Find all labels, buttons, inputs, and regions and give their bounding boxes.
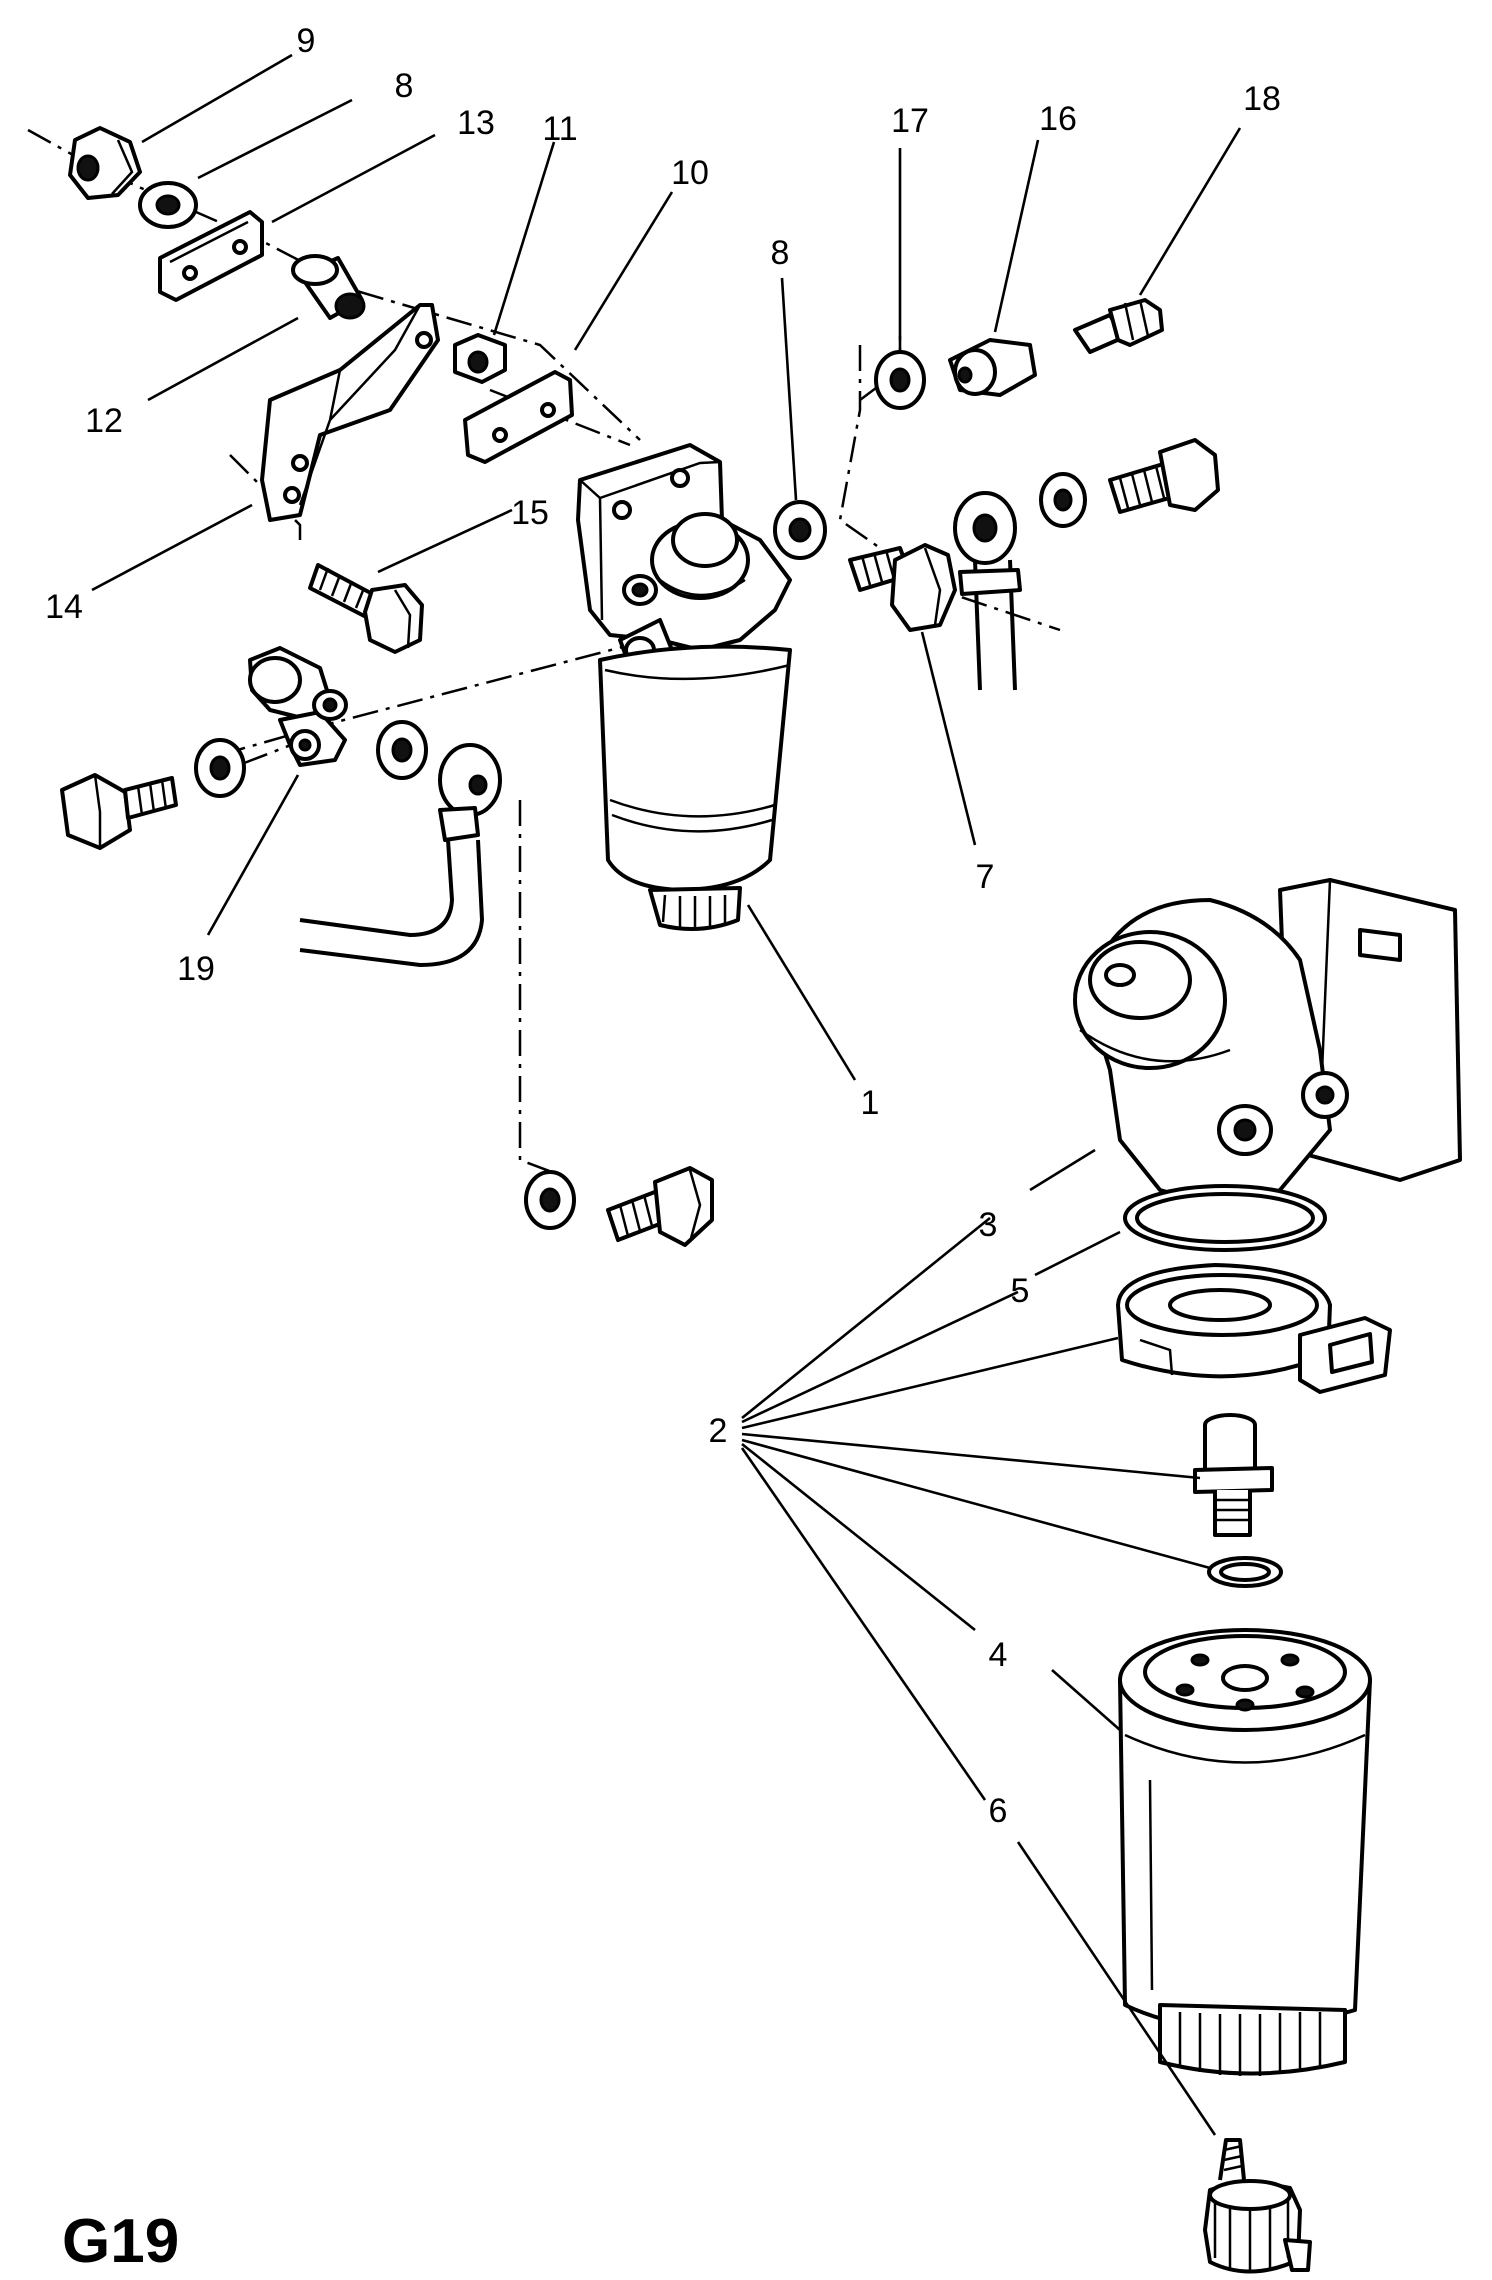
washer-bottom: [524, 1170, 576, 1230]
callout-3: 3: [979, 1206, 998, 1244]
banjo-bolt-lower-left: [60, 773, 178, 850]
callout-8: 8: [771, 234, 790, 272]
leader-lines: [91, 53, 1242, 2136]
filter-head-3: [1073, 878, 1462, 1212]
washer-upper-right: [1039, 472, 1087, 528]
callout-17: 17: [891, 102, 929, 140]
nut-11: [453, 333, 507, 384]
callout-10: 10: [671, 154, 709, 192]
washer-lower-left-a: [194, 738, 246, 798]
washer-8-upper-left: [138, 181, 198, 229]
callout-15: 15: [511, 494, 549, 532]
callout-13: 13: [457, 104, 495, 142]
nut-9: [68, 126, 142, 200]
callout-7: 7: [976, 858, 995, 896]
threaded-nipple: [1193, 1413, 1274, 1537]
fuel-hose-lower-left: [299, 743, 502, 968]
o-ring-5: [1123, 1184, 1327, 1252]
washer-lower-left-b: [376, 720, 428, 780]
banjo-bolt-bottom: [606, 1166, 714, 1247]
callout-19: 19: [177, 950, 215, 988]
callout-2: 2: [709, 1412, 728, 1450]
seal-ring: [1207, 1556, 1283, 1588]
sheet-code: G19: [62, 2207, 179, 2276]
plate-13: [158, 210, 264, 302]
callout-1: 1: [861, 1084, 880, 1122]
banjo-union-19: [248, 646, 348, 767]
bracket-14: [260, 303, 440, 522]
callout-6: 6: [989, 1792, 1008, 1830]
callout-5: 5: [1011, 1272, 1030, 1310]
banjo-bolt-7: [848, 543, 957, 632]
banjo-bolt-upper-right: [1108, 438, 1220, 514]
washer-17: [874, 350, 926, 410]
spacer-12: [291, 254, 366, 320]
callout-8: 8: [395, 67, 414, 105]
callout-4: 4: [989, 1636, 1008, 1674]
fitting-18: [1073, 298, 1164, 354]
callout-12: 12: [85, 402, 123, 440]
filter-housing-1: [576, 443, 792, 931]
callout-labels: 9 8 13 11 10 8 17 16 18 12 15 14 7 19 1 …: [45, 22, 1281, 2276]
washer-8-right: [773, 500, 827, 560]
bolt-15: [308, 563, 424, 654]
callout-18: 18: [1243, 80, 1281, 118]
banjo-union-upper: [953, 491, 1022, 691]
plate-10: [463, 370, 574, 464]
drain-plug-6: [1203, 2138, 1312, 2274]
filter-cartridge-4: [1118, 1628, 1372, 2076]
callout-11: 11: [542, 110, 577, 148]
callout-16: 16: [1039, 100, 1077, 138]
callout-14: 14: [45, 588, 83, 626]
connector-16: [948, 338, 1037, 397]
filter-collar: [1116, 1263, 1392, 1394]
callout-9: 9: [297, 22, 316, 60]
